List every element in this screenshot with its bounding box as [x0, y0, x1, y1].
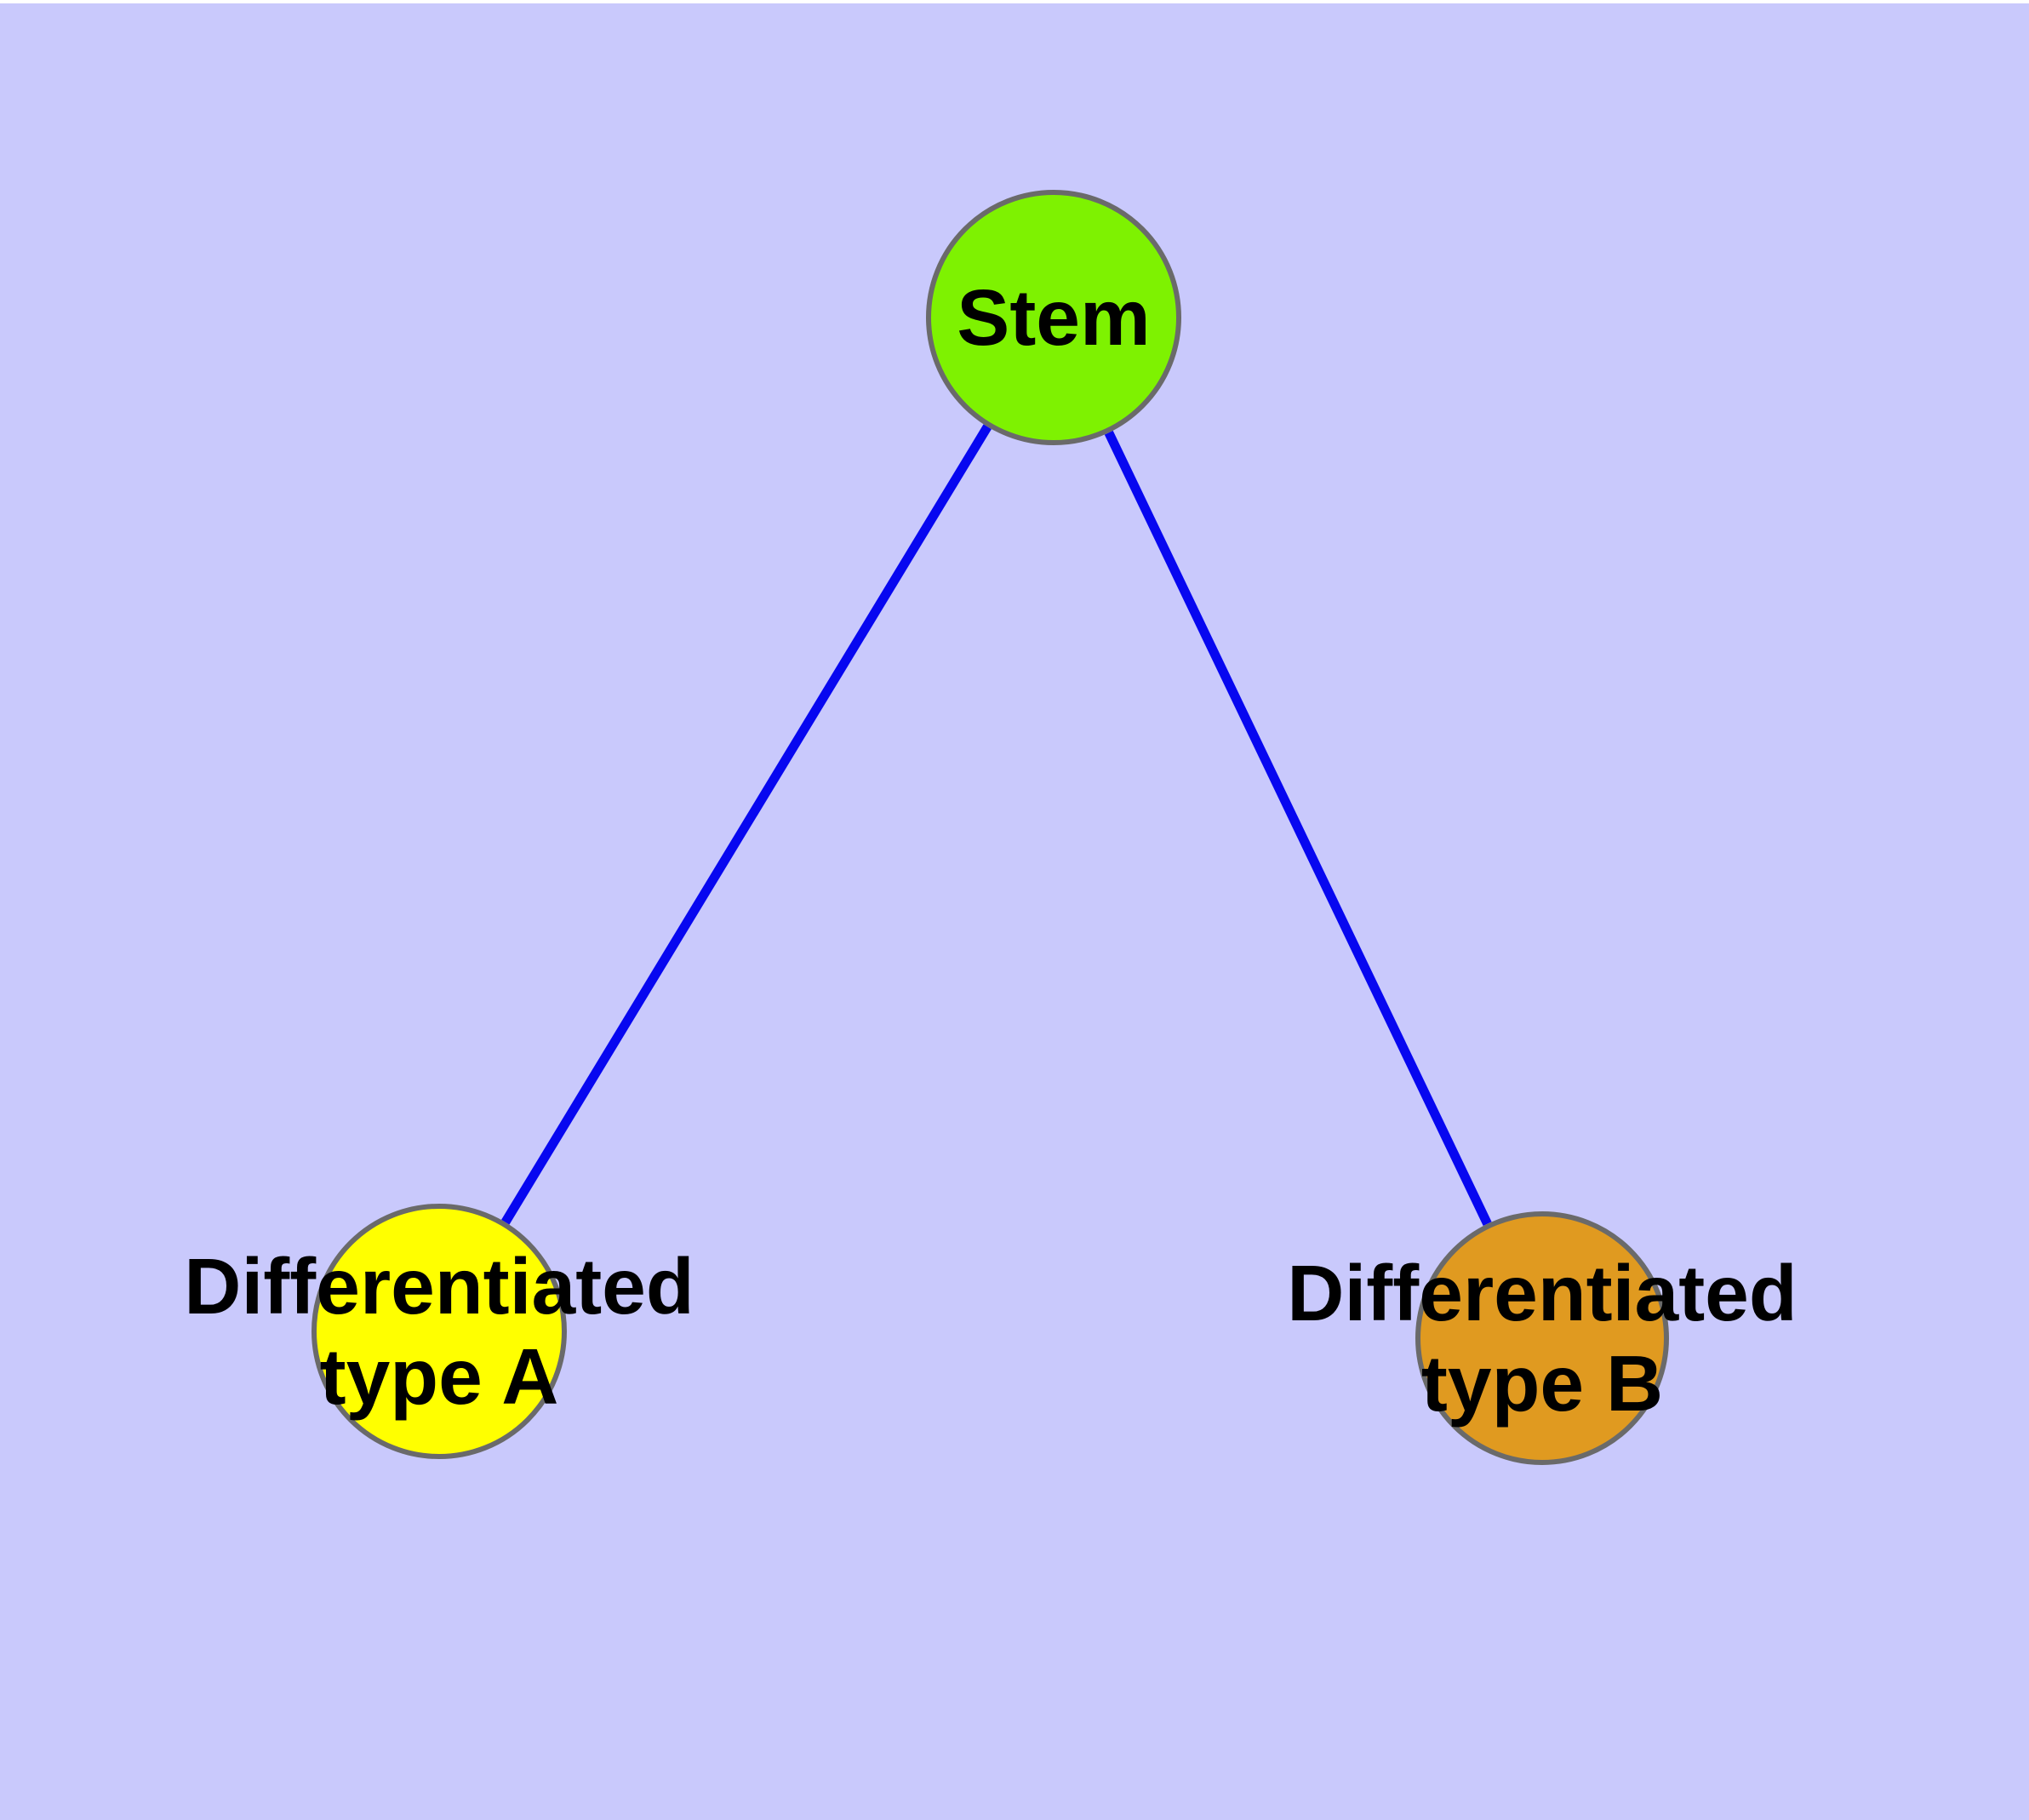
node-stem-label-line1: Stem: [957, 273, 1151, 362]
node-differentiated-type-b-label: Differentiated type B: [1287, 1248, 1797, 1428]
node-differentiated-type-a-label-line1: Differentiated: [184, 1242, 694, 1331]
node-differentiated-type-a-label-line2: type A: [319, 1332, 559, 1421]
edge-stem-to-typeA[interactable]: [501, 424, 992, 1225]
node-stem-circle[interactable]: [926, 190, 1181, 445]
node-differentiated-type-b-label-line1: Differentiated: [1287, 1249, 1798, 1337]
node-stem-label: Stem: [957, 272, 1150, 363]
node-differentiated-type-a-label: Differentiated type A: [184, 1241, 694, 1422]
node-differentiated-type-a-circle[interactable]: [311, 1204, 567, 1459]
edge-stem-to-typeB[interactable]: [1104, 430, 1492, 1226]
node-differentiated-type-b-circle[interactable]: [1415, 1211, 1669, 1465]
node-differentiated-type-b-label-line2: type B: [1420, 1339, 1664, 1428]
top-border-strip: [0, 0, 2029, 3]
